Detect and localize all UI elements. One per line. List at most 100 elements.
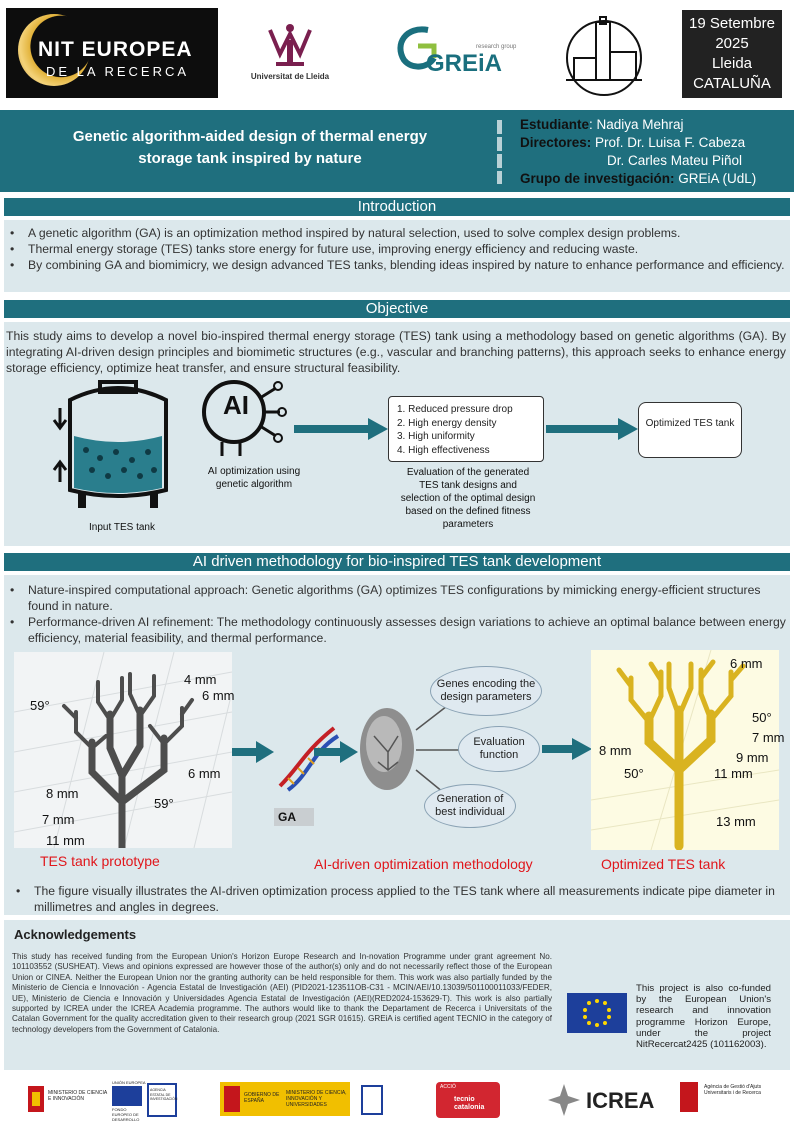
objective-heading: Objective xyxy=(4,300,790,318)
list-item: The figure visually illustrates the AI-d… xyxy=(10,883,782,915)
caption-optimized: Optimized TES tank xyxy=(601,856,726,872)
optimized-tree-icon xyxy=(590,649,780,851)
spain-crest-icon xyxy=(28,1083,177,1117)
arrow-icon xyxy=(294,418,388,440)
optimized-tank-box: Optimized TES tank xyxy=(638,402,742,458)
figure-note-list: The figure visually illustrates the AI-d… xyxy=(10,883,782,915)
fitness-item: 3. High uniformity xyxy=(397,431,475,442)
author-info: Estudiante: Nadiya Mehraj Directores: Pr… xyxy=(520,116,790,188)
directors-label: Directores: xyxy=(520,135,592,150)
event-date-box: 19 Setembre 2025 Lleida CATALUÑA xyxy=(682,10,782,98)
gobierno-espana-logo: GOBIERNO DE ESPAÑA MINISTERIO DE CIENCIA… xyxy=(220,1082,390,1118)
measure-label: 11 mm xyxy=(714,766,753,781)
poster-title: Genetic algorithm-aided design of therma… xyxy=(20,126,480,170)
accio-text: ACCIÓ xyxy=(440,1084,456,1090)
date-line-3: Lleida xyxy=(711,55,753,72)
measure-label: 6 mm xyxy=(730,656,763,671)
acknowledgements-heading: Acknowledgements xyxy=(14,927,137,942)
measure-label: 9 mm xyxy=(736,750,769,765)
tecnio-text: tecnio catalonia xyxy=(454,1096,485,1111)
date-line-2: 2025 xyxy=(715,35,749,52)
introduction-heading: Introduction xyxy=(4,198,790,216)
arrow-icon xyxy=(542,738,592,760)
gobierno-text: GOBIERNO DE ESPAÑA xyxy=(244,1092,280,1104)
methodology-heading: AI driven methodology for bio-inspired T… xyxy=(4,553,790,571)
udl-caption: Universitat de Lleida xyxy=(250,72,330,81)
arrow-icon xyxy=(314,741,358,763)
poster-header: NIT EUROPEA DE LA RECERCA Universitat de… xyxy=(0,0,794,100)
fitness-item: 4. High effectiveness xyxy=(397,444,490,456)
group-label: Grupo de investigación: xyxy=(520,171,675,186)
introduction-panel: A genetic algorithm (GA) is an optimizat… xyxy=(4,220,790,292)
list-item: By combining GA and biomimicry, we desig… xyxy=(4,257,790,273)
list-item: A genetic algorithm (GA) is an optimizat… xyxy=(4,225,790,241)
fitness-parameters-box: 1. Reduced pressure drop 2. High energy … xyxy=(388,396,544,462)
ministerio-ciencia-logo: MINISTERIO DE CIENCIA E INNOVACIÓN UNIÓN… xyxy=(28,1080,178,1123)
eu-flag-icon xyxy=(567,993,627,1033)
acknowledgements-text: This study has received funding from the… xyxy=(12,952,552,1034)
gobierno-crest-icon xyxy=(220,1082,383,1116)
measure-label: 6 mm xyxy=(202,688,235,703)
measure-label: 7 mm xyxy=(42,812,75,827)
measure-label: 11 mm xyxy=(46,833,85,848)
director-2: Dr. Carles Mateu Piñol xyxy=(607,153,743,168)
agaur-icon xyxy=(680,1082,698,1112)
tecnio-logo: ACCIÓ tecnio catalonia xyxy=(436,1082,500,1118)
agaur-logo: Agència de Gestió d'Ajuts Universitaris … xyxy=(680,1082,770,1118)
director-1: Prof. Dr. Luisa F. Cabeza xyxy=(591,135,746,150)
nit-logo-line1: NIT EUROPEA xyxy=(38,38,193,61)
list-item: Thermal energy storage (TES) tanks store… xyxy=(4,241,790,257)
udl-logo: Universitat de Lleida xyxy=(240,20,340,90)
branching-tree-icon xyxy=(13,651,233,852)
nit-logo-line2: DE LA RECERCA xyxy=(46,64,190,79)
arrow-icon xyxy=(546,418,638,440)
measure-label: 50° xyxy=(624,766,644,781)
methodology-list: Nature-inspired computational approach: … xyxy=(4,582,790,646)
input-tank-label: Input TES tank xyxy=(89,522,155,533)
measure-label: 13 mm xyxy=(716,814,756,829)
greia-text: GREiA xyxy=(426,50,503,77)
group-value: GREiA (UdL) xyxy=(674,171,757,186)
list-item: Nature-inspired computational approach: … xyxy=(4,582,790,614)
nit-europea-logo: NIT EUROPEA DE LA RECERCA xyxy=(6,8,218,98)
measure-label: 8 mm xyxy=(46,786,79,801)
caption-methodology: AI-driven optimization methodology xyxy=(314,856,533,872)
tecnio-icon xyxy=(436,1082,500,1118)
sphere-individual-icon xyxy=(360,708,414,790)
icrea-text: ICREA xyxy=(586,1088,655,1113)
title-line-1: Genetic algorithm-aided design of therma… xyxy=(72,128,428,145)
arrow-icon xyxy=(232,741,274,763)
optimized-image xyxy=(590,649,780,851)
introduction-list: A genetic algorithm (GA) is an optimizat… xyxy=(4,225,790,273)
date-line-4: CATALUÑA xyxy=(693,75,771,92)
measure-label: 8 mm xyxy=(599,743,632,758)
ai-chip-icon xyxy=(202,380,287,456)
greia-research-group: research group xyxy=(476,44,517,50)
evaluation-label: Evaluation of the generated TES tank des… xyxy=(400,467,536,530)
udl-crest-icon xyxy=(268,24,312,66)
greia-logo: research group GREiA xyxy=(388,18,528,78)
fitness-item: 2. High energy density xyxy=(397,417,497,429)
tes-tank-icon xyxy=(52,380,168,508)
feder-text: FONDO EUROPEO DE DESARROLLO REGIONAL xyxy=(112,1107,140,1123)
measure-label: 6 mm xyxy=(188,766,221,781)
title-divider xyxy=(497,120,502,184)
student-label: Estudiante xyxy=(520,117,590,132)
ministerio-universidades-text: MINISTERIO DE CIENCIA, INNOVACIÓN Y UNIV… xyxy=(286,1090,347,1108)
greia-swirl-icon xyxy=(397,26,437,70)
icrea-logo: ICREA xyxy=(546,1082,654,1118)
measure-label: 7 mm xyxy=(752,730,785,745)
measure-label: 59° xyxy=(154,796,174,811)
acknowledgements-panel xyxy=(4,920,790,1070)
ministerio-text: MINISTERIO DE CIENCIA E INNOVACIÓN xyxy=(48,1090,107,1102)
agaur-text: Agència de Gestió d'Ajuts Universitaris … xyxy=(704,1084,762,1096)
caption-prototype: TES tank prototype xyxy=(40,853,160,869)
ai-optimization-label: AI optimization using genetic algorithm xyxy=(207,466,301,490)
measure-label: 4 mm xyxy=(184,672,217,687)
date-line-1: 19 Setembre xyxy=(689,15,775,32)
footer-logos: MINISTERIO DE CIENCIA E INNOVACIÓN UNIÓN… xyxy=(0,1076,794,1123)
aei-text: AGENCIA ESTATAL DE INVESTIGACIÓN xyxy=(150,1088,178,1101)
fitness-item: 1. Reduced pressure drop xyxy=(397,404,513,415)
ue-text: UNIÓN EUROPEA xyxy=(112,1080,146,1085)
moon-ring-icon xyxy=(18,14,90,86)
